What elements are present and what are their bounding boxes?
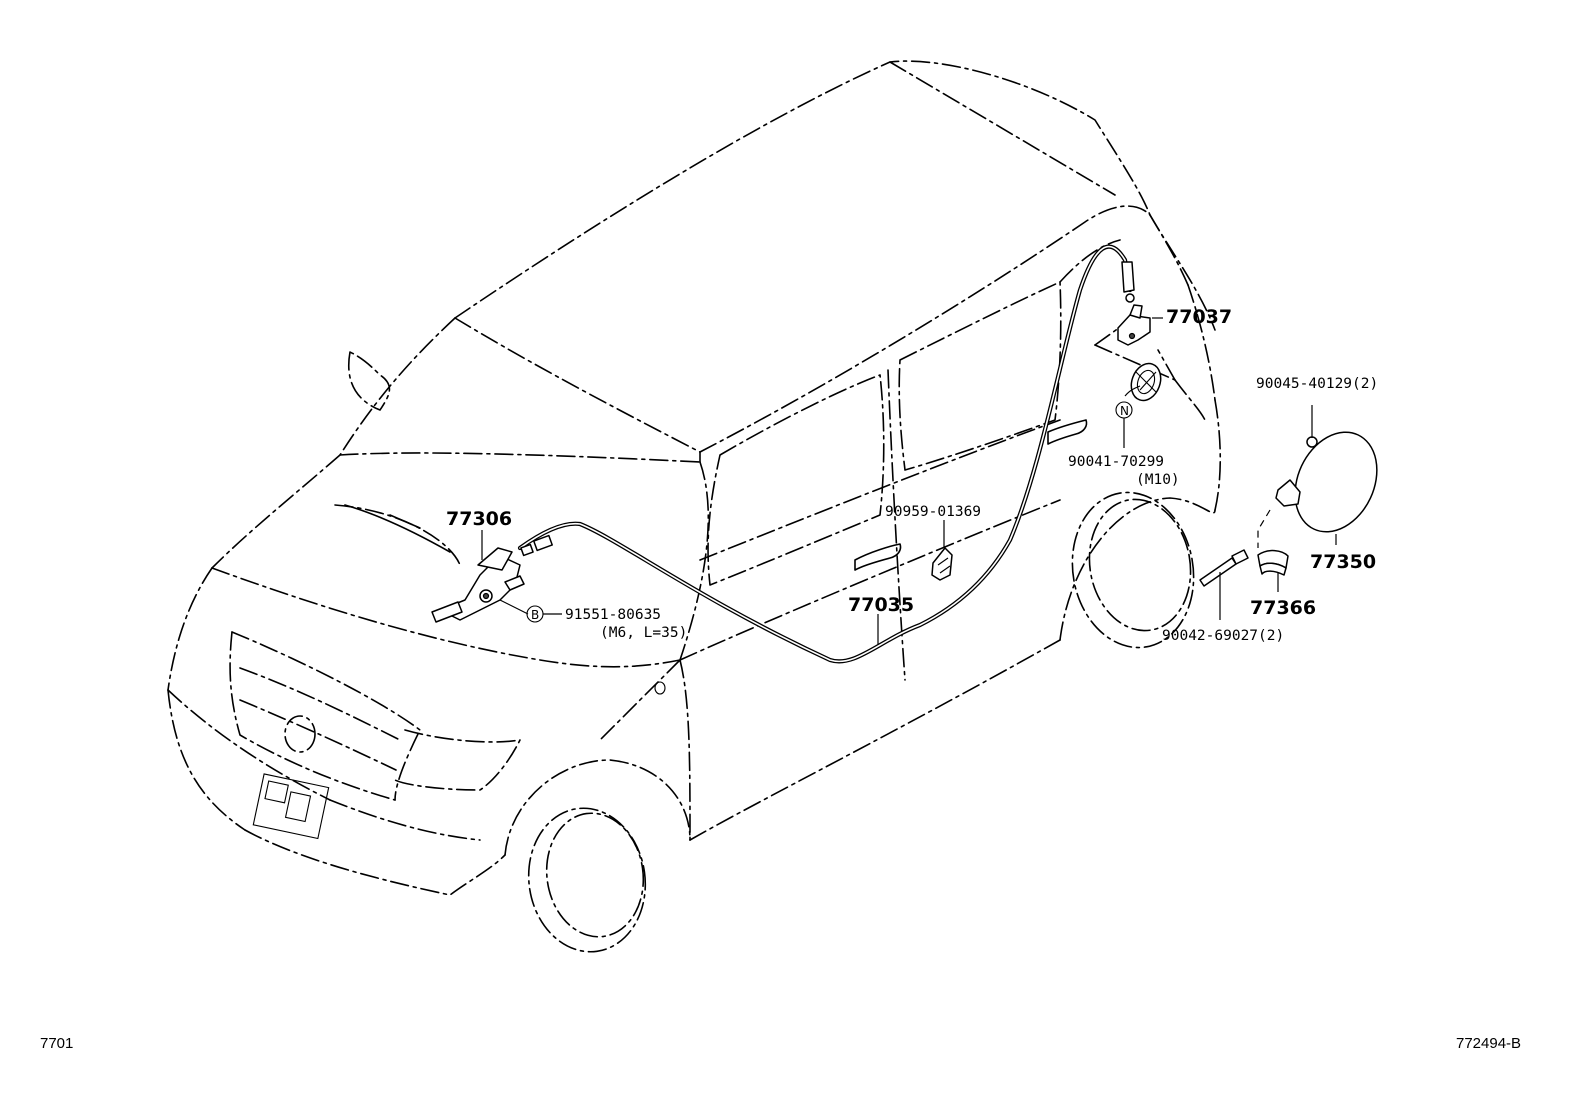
footer-right-code: 772494-B: [1456, 1035, 1521, 1052]
label-90959-01369: 90959-01369: [885, 504, 981, 520]
footer-left-code: 7701: [40, 1035, 73, 1052]
fuel-lid-lock: [1130, 362, 1162, 402]
mark-b-text: B: [531, 608, 539, 622]
label-90041-spec: (M10): [1136, 472, 1180, 488]
mark-n-text: N: [1120, 404, 1129, 418]
label-91551-80635: 91551-80635: [565, 607, 661, 623]
leader-lines: [481, 317, 1337, 645]
fuel-lid-hinge-77366: [1257, 549, 1289, 576]
mark-b-circle: B: [531, 608, 539, 622]
label-77306: 77306: [446, 508, 512, 530]
clip-90959: [931, 547, 953, 581]
pin-90042: [1199, 549, 1249, 587]
opener-lever-77306: [431, 547, 525, 623]
label-90041-70299: 90041-70299: [1068, 454, 1164, 470]
release-cable-77035: [517, 244, 1135, 664]
label-90045-40129: 90045-40129(2): [1256, 376, 1378, 392]
label-77037: 77037: [1166, 306, 1232, 328]
label-91551-spec: (M6, L=35): [600, 625, 687, 641]
vehicle-outline: [167, 60, 1222, 953]
cable-bracket-77037: [1117, 304, 1151, 346]
label-77350: 77350: [1310, 551, 1376, 573]
label-77035: 77035: [848, 594, 914, 616]
label-77366: 77366: [1250, 597, 1316, 619]
mark-n-circle: N: [1115, 401, 1133, 419]
fuel-filler-door-77350: [1275, 431, 1378, 533]
label-90042-69027: 90042-69027(2): [1162, 628, 1284, 644]
